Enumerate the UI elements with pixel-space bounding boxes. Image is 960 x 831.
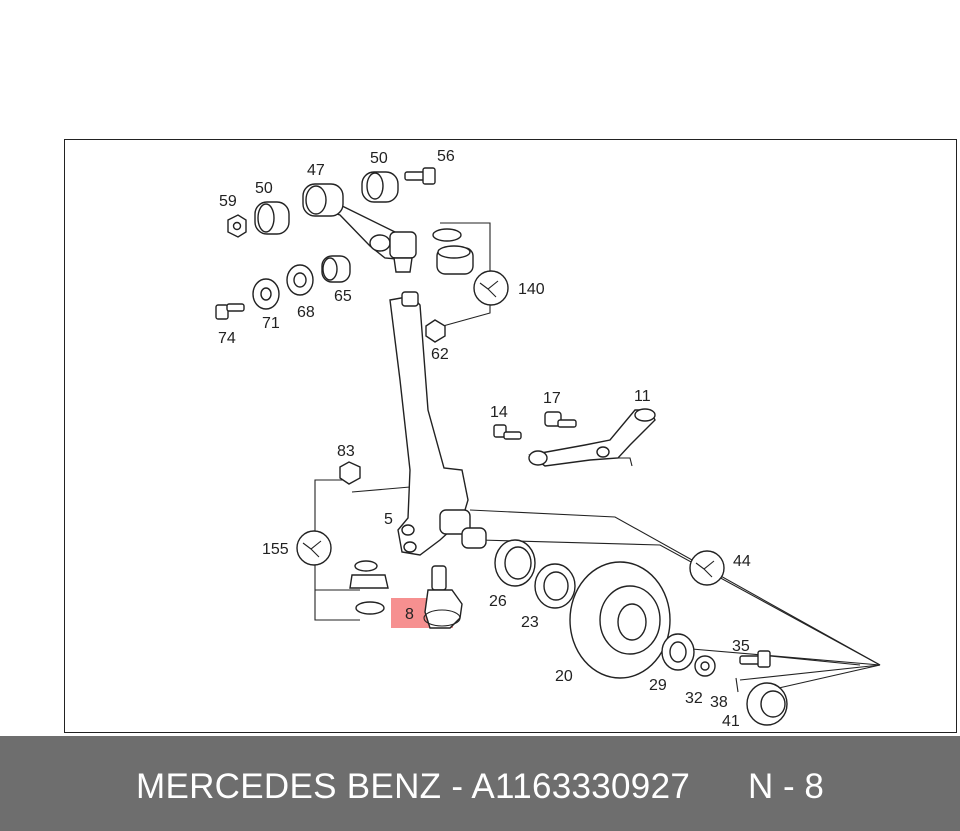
callout-68: 68 (297, 304, 315, 321)
callout-labels: 47 50 56 59 50 140 65 68 71 74 62 17 11 … (218, 148, 751, 730)
pin-38 (735, 677, 739, 693)
callout-8-highlighted: 8 (405, 606, 414, 623)
bushing-50-left (254, 201, 290, 235)
callout-32: 32 (685, 690, 703, 707)
seal-26 (494, 539, 536, 587)
washers-row (252, 255, 351, 310)
steering-knuckle (389, 291, 487, 556)
nut-62 (425, 319, 446, 343)
part-number-title: MERCEDES BENZ - A1163330927 (136, 767, 691, 806)
ball-joint-8 (391, 565, 463, 629)
callout-83: 83 (337, 443, 355, 460)
bolt-17 (544, 411, 577, 428)
callout-44: 44 (733, 553, 751, 570)
callout-50-top: 50 (370, 150, 388, 167)
callout-5: 5 (384, 511, 393, 528)
callout-155: 155 (262, 541, 289, 558)
bushing-50-top (361, 171, 399, 203)
bearing-23 (534, 563, 576, 609)
nut-83 (339, 461, 361, 485)
callout-29: 29 (649, 677, 667, 694)
callout-41: 41 (722, 713, 740, 730)
callout-23: 23 (521, 614, 539, 631)
steering-arm (528, 408, 656, 467)
bushing-140-parts (432, 228, 474, 275)
wrench-icon-155 (296, 530, 332, 566)
callout-38: 38 (710, 694, 728, 711)
callout-17: 17 (543, 390, 561, 407)
callout-11: 11 (634, 388, 651, 405)
callout-56: 56 (437, 148, 455, 165)
brake-disc-20 (569, 561, 671, 679)
nut-32 (694, 655, 716, 677)
callout-35: 35 (732, 638, 750, 655)
callout-65: 65 (334, 288, 352, 305)
bolt-56 (404, 167, 436, 185)
callout-71: 71 (262, 315, 280, 332)
callout-14: 14 (490, 404, 508, 421)
upper-control-arm (302, 183, 417, 273)
callout-62: 62 (431, 346, 449, 363)
leader-lines (314, 222, 881, 691)
callout-47: 47 (307, 162, 325, 179)
bolt-35 (739, 650, 771, 668)
hub-cap-41 (746, 682, 788, 726)
ball-joint-boot-parts (349, 560, 389, 615)
callout-26: 26 (489, 593, 507, 610)
nut-59 (227, 214, 247, 238)
bolt-14 (493, 424, 522, 440)
callout-74: 74 (218, 330, 236, 347)
bearing-29 (661, 633, 695, 671)
wrench-icon-140 (473, 270, 509, 306)
wrench-icon-44 (689, 550, 725, 586)
callout-140: 140 (518, 281, 545, 298)
callout-59: 59 (219, 193, 237, 210)
bolt-74 (215, 303, 245, 320)
position-code: N - 8 (748, 767, 824, 806)
callout-20: 20 (555, 668, 573, 685)
callout-50-left: 50 (255, 180, 273, 197)
footer-bar (0, 736, 960, 831)
